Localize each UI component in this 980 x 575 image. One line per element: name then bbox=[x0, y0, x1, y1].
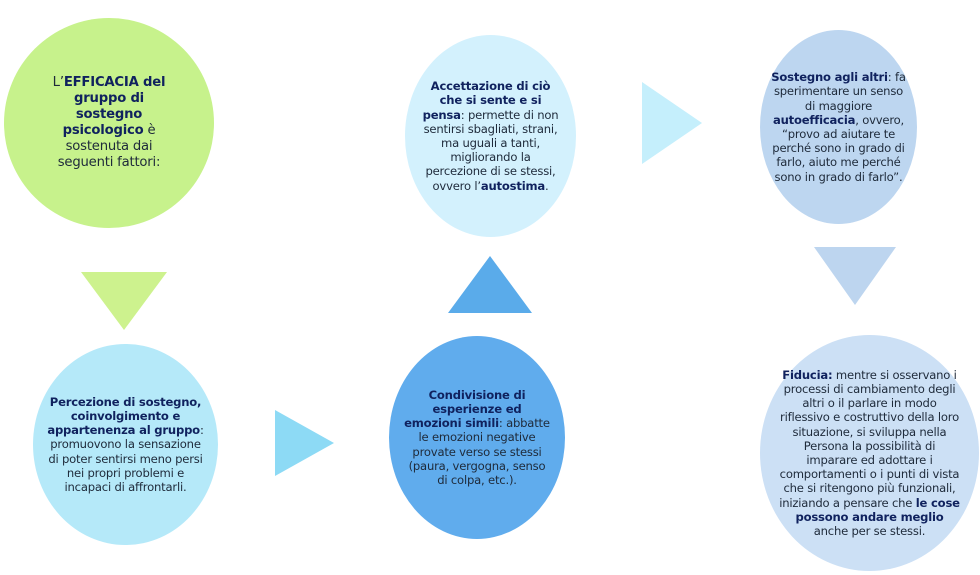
percezione-post: : promuovono la sensazione di poter sent… bbox=[48, 423, 204, 494]
fiducia-bold2: le cose possono andare meglio bbox=[795, 495, 960, 524]
circle-accettazione: Accettazione di ciò che si sente e si pe… bbox=[405, 35, 576, 237]
efficacia-text: L’EFFICACIA del gruppo di sostegno psico… bbox=[40, 75, 178, 171]
arrow-down-triangle bbox=[814, 247, 896, 305]
accettazione-bold2: autostima bbox=[480, 178, 545, 193]
fiducia-text: Fiducia: mentre si osservano i processi … bbox=[778, 368, 961, 538]
efficacia-pre: L’ bbox=[52, 75, 64, 90]
condivisione-bold: Condivisione di esperienze ed emozioni s… bbox=[404, 387, 526, 431]
circle-efficacia: L’EFFICACIA del gruppo di sostegno psico… bbox=[4, 18, 214, 228]
fiducia-mid: mentre si osservano i processi di cambia… bbox=[779, 367, 960, 510]
sostegno-bold: Sostegno agli altri bbox=[771, 70, 888, 85]
accettazione-bold: Accettazione di ciò che si sente e si pe… bbox=[422, 79, 551, 122]
circle-sostegno: Sostegno agli altri: fa sperimentare un … bbox=[760, 30, 917, 224]
arrow-right-triangle bbox=[275, 410, 334, 476]
condivisione-text: Condivisione di esperienze ed emozioni s… bbox=[403, 388, 551, 487]
condivisione-post: : abbatte le emozioni negative provate v… bbox=[408, 416, 550, 487]
percezione-text: Percezione di sostegno, coinvolgimento e… bbox=[47, 395, 204, 494]
arrow-up-triangle bbox=[448, 256, 532, 313]
accettazione-post: . bbox=[544, 178, 549, 193]
sostegno-text: Sostegno agli altri: fa sperimentare un … bbox=[771, 70, 906, 184]
fiducia-bold: Fiducia: bbox=[782, 367, 833, 382]
sostegno-bold2: autoefficacia bbox=[772, 112, 856, 127]
accettazione-mid: : permette di non sentirsi sbagliati, st… bbox=[423, 107, 559, 193]
circle-condivisione: Condivisione di esperienze ed emozioni s… bbox=[389, 336, 565, 539]
arrow-down-triangle bbox=[81, 272, 167, 330]
fiducia-post: anche per se stessi. bbox=[813, 524, 926, 539]
efficacia-post: è sostenuta dai seguenti fattori: bbox=[57, 123, 161, 170]
percezione-bold: Percezione di sostegno, coinvolgimento e… bbox=[47, 394, 202, 438]
circle-percezione: Percezione di sostegno, coinvolgimento e… bbox=[33, 344, 218, 545]
arrow-right-triangle bbox=[642, 82, 702, 164]
circle-fiducia: Fiducia: mentre si osservano i processi … bbox=[760, 335, 979, 571]
accettazione-text: Accettazione di ciò che si sente e si pe… bbox=[418, 79, 563, 193]
efficacia-bold: EFFICACIA del gruppo di sostegno psicolo… bbox=[62, 75, 166, 138]
sostegno-post: , ovvero, “provo ad aiutare te perché so… bbox=[772, 112, 905, 184]
sostegno-mid: : fa sperimentare un senso di maggiore bbox=[773, 70, 906, 113]
